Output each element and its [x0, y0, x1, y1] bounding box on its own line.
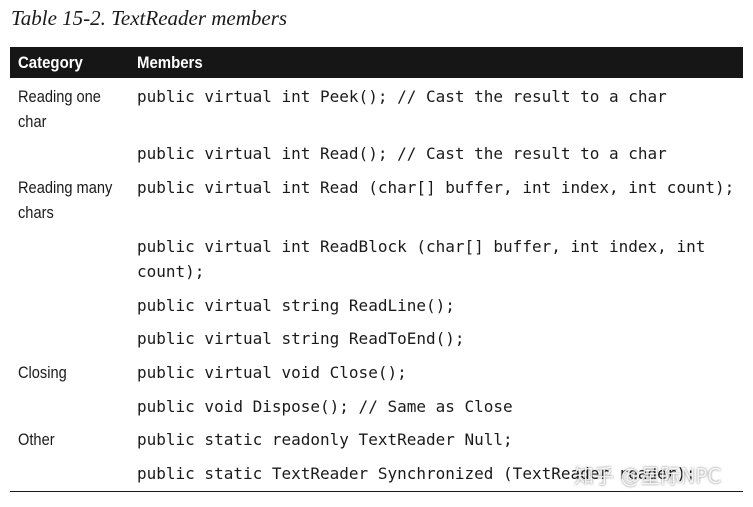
member-cell: public virtual int ReadBlock (char[] buf… — [137, 237, 715, 281]
member-cell: public virtual string ReadLine(); — [137, 296, 455, 315]
table-header: Category Members — [10, 47, 743, 78]
member-cell: public virtual string ReadToEnd(); — [137, 329, 465, 348]
member-cell: public virtual void Close(); — [137, 363, 407, 382]
category-cell: Reading one char — [18, 87, 101, 131]
header-category: Category — [18, 53, 83, 72]
category-cell: Other — [18, 430, 55, 449]
table-bottom-rule — [10, 491, 743, 492]
members-table: Category Members Reading one char public… — [10, 47, 743, 483]
table-caption: Table 15-2. TextReader members — [11, 6, 288, 30]
member-cell: public static TextReader Synchronized (T… — [137, 464, 696, 483]
category-cell: Reading many chars — [18, 178, 113, 222]
watermark: 知乎 @星际NPC — [574, 464, 722, 488]
member-cell: public virtual int Read (char[] buffer, … — [137, 178, 735, 197]
header-members: Members — [137, 53, 203, 72]
member-cell: public static readonly TextReader Null; — [137, 430, 513, 449]
category-cell: Closing — [18, 363, 67, 382]
member-cell: public virtual int Peek(); // Cast the r… — [137, 87, 667, 106]
member-cell: public virtual int Read(); // Cast the r… — [137, 144, 667, 163]
member-cell: public void Dispose(); // Same as Close — [137, 397, 513, 416]
